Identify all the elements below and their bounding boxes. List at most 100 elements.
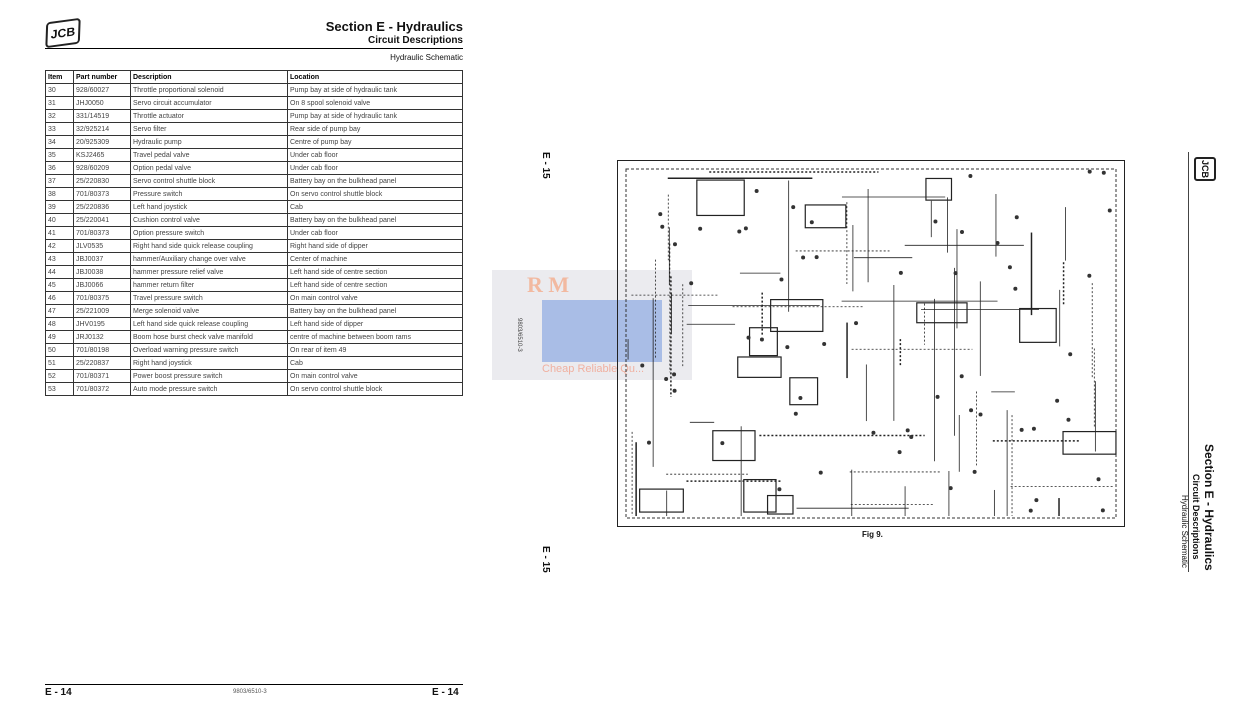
connection-point (746, 335, 751, 340)
connection-point (1101, 170, 1106, 175)
table-cell: Power boost pressure switch (130, 369, 288, 383)
table-cell: 701/80373 (73, 187, 131, 201)
table-cell: Left hand joystick (130, 200, 288, 214)
connection-point (759, 337, 764, 342)
jcb-logo: JCB (45, 17, 81, 49)
table-cell: hammer return filter (130, 278, 288, 292)
connection-point (743, 226, 748, 231)
table-cell: 33 (45, 122, 74, 136)
connection-point (1100, 508, 1105, 513)
table-cell: 701/80198 (73, 343, 131, 357)
wrench-logo-icon (542, 300, 662, 362)
table-cell: Battery bay on the bulkhead panel (287, 174, 463, 188)
table-cell: 46 (45, 291, 74, 305)
connection-point (646, 440, 651, 445)
connection-point (897, 450, 902, 455)
valve-block (804, 204, 847, 229)
table-cell: JRJ0132 (73, 330, 131, 344)
table-cell: Servo control shuttle block (130, 174, 288, 188)
table-cell: Travel pressure switch (130, 291, 288, 305)
table-cell: Option pressure switch (130, 226, 288, 240)
connection-point (1007, 265, 1012, 270)
connection-point (809, 220, 814, 225)
table-cell: 25/220837 (73, 356, 131, 370)
connection-point (791, 205, 796, 210)
connection-point (720, 441, 725, 446)
table-cell: On servo control shuttle block (287, 187, 463, 201)
table-cell: JBJ0037 (73, 252, 131, 266)
table-cell: 32 (45, 109, 74, 123)
table-cell: 39 (45, 200, 74, 214)
connection-point (798, 396, 803, 401)
table-cell: Boom hose burst check valve manifold (130, 330, 288, 344)
table-cell: Servo circuit accumulator (130, 96, 288, 110)
table-cell: On servo control shuttle block (287, 382, 463, 396)
table-cell: Option pedal valve (130, 161, 288, 175)
valve-block (766, 494, 794, 515)
table-cell: JBJ0066 (73, 278, 131, 292)
table-cell: hammer pressure relief valve (130, 265, 288, 279)
table-cell: 25/221009 (73, 304, 131, 318)
connection-point (995, 241, 1000, 246)
table-cell: Pump bay at side of hydraulic tank (287, 83, 463, 97)
table-cell: 52 (45, 369, 74, 383)
table-cell: 37 (45, 174, 74, 188)
table-cell: 35 (45, 148, 74, 162)
page-number-left: E - 14 (45, 687, 72, 698)
table-cell: 928/60027 (73, 83, 131, 97)
connection-point (1031, 426, 1036, 431)
valve-block (1019, 307, 1057, 343)
valve-block (1062, 430, 1117, 455)
connection-point (814, 255, 819, 260)
table-cell: Right hand side quick release coupling (130, 239, 288, 253)
connection-point (871, 430, 876, 435)
connection-point (1087, 169, 1092, 174)
column-header: Description (130, 70, 288, 84)
table-cell: Throttle proportional solenoid (130, 83, 288, 97)
table-cell: Battery bay on the bulkhead panel (287, 213, 463, 227)
page-number-bottom: E - 15 (540, 546, 551, 573)
table-cell: 45 (45, 278, 74, 292)
table-cell: 40 (45, 213, 74, 227)
document-id-rotated: 9803/6510-3 (516, 318, 522, 352)
table-cell: Rear side of pump bay (287, 122, 463, 136)
table-cell: Pump bay at side of hydraulic tank (287, 109, 463, 123)
table-cell: 701/80371 (73, 369, 131, 383)
valve-block (639, 488, 684, 513)
valve-block (770, 299, 824, 333)
table-cell: Cab (287, 356, 463, 370)
column-header: Part number (73, 70, 131, 84)
table-cell: JBJ0038 (73, 265, 131, 279)
table-cell: 32/925214 (73, 122, 131, 136)
connection-point (935, 394, 940, 399)
table-cell: hammer/Auxiliary change over valve (130, 252, 288, 266)
table-cell: Servo filter (130, 122, 288, 136)
table-cell: Auto mode pressure switch (130, 382, 288, 396)
table-cell: On 8 spool solenoid valve (287, 96, 463, 110)
table-cell: 701/80373 (73, 226, 131, 240)
watermark: R M Cheap Reliable Qu... (492, 270, 692, 380)
connection-point (948, 486, 953, 491)
right-header-divider (1188, 152, 1189, 572)
table-cell: Left hand side of centre section (287, 265, 463, 279)
connection-point (959, 230, 964, 235)
schematic-drawing (625, 168, 1117, 519)
connection-point (905, 428, 910, 433)
connection-point (754, 188, 759, 193)
table-cell: Battery bay on the bulkhead panel (287, 304, 463, 318)
table-cell: 34 (45, 135, 74, 149)
table-cell: Travel pedal valve (130, 148, 288, 162)
connection-point (737, 229, 742, 234)
table-cell: 331/14519 (73, 109, 131, 123)
table-cell: Right hand side of dipper (287, 239, 463, 253)
table-cell: On main control valve (287, 291, 463, 305)
table-cell: 25/220836 (73, 200, 131, 214)
